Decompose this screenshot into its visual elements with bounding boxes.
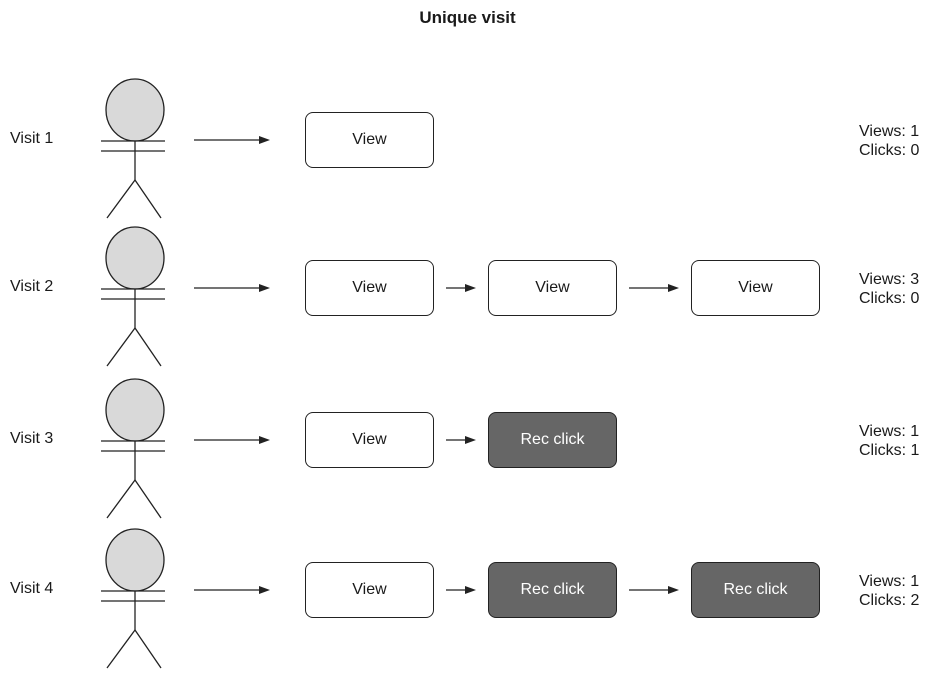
views-count: Views: 1	[859, 123, 920, 140]
views-count: Views: 1	[859, 573, 920, 590]
rec-click-box: Rec click	[691, 562, 820, 618]
stick-figure-icon	[101, 78, 165, 219]
rec-click-box: Rec click	[488, 562, 617, 618]
arrow-right-icon	[194, 436, 270, 444]
view-box: View	[305, 260, 434, 316]
visit-stats: Views: 1 Clicks: 1	[859, 422, 919, 460]
visit-label: Visit 4	[10, 580, 54, 597]
view-box: View	[305, 412, 434, 468]
stick-figure-icon	[101, 378, 165, 519]
clicks-count: Clicks: 0	[859, 142, 920, 159]
arrow-right-icon	[446, 284, 476, 292]
clicks-count: Clicks: 2	[859, 592, 920, 609]
views-count: Views: 3	[859, 271, 920, 288]
visit-label: Visit 3	[10, 430, 54, 447]
visit-label: Visit 2	[10, 278, 54, 295]
visit-stats: Views: 1 Clicks: 2	[859, 572, 919, 610]
arrow-right-icon	[194, 136, 270, 144]
view-box: View	[691, 260, 820, 316]
diagram-title: Unique visit	[419, 8, 516, 27]
stick-figure-icon	[101, 528, 165, 669]
views-count: Views: 1	[859, 423, 920, 440]
arrow-right-icon	[194, 586, 270, 594]
arrow-right-icon	[446, 436, 476, 444]
arrow-right-icon	[629, 586, 679, 594]
visit-label: Visit 1	[10, 130, 54, 147]
visit-stats: Views: 1 Clicks: 0	[859, 122, 919, 160]
clicks-count: Clicks: 1	[859, 442, 920, 459]
arrow-right-icon	[446, 586, 476, 594]
clicks-count: Clicks: 0	[859, 290, 920, 307]
stick-figure-icon	[101, 226, 165, 367]
view-box: View	[305, 112, 434, 168]
rec-click-box: Rec click	[488, 412, 617, 468]
arrow-right-icon	[194, 284, 270, 292]
view-box: View	[488, 260, 617, 316]
visit-stats: Views: 3 Clicks: 0	[859, 270, 919, 308]
arrow-right-icon	[629, 284, 679, 292]
view-box: View	[305, 562, 434, 618]
